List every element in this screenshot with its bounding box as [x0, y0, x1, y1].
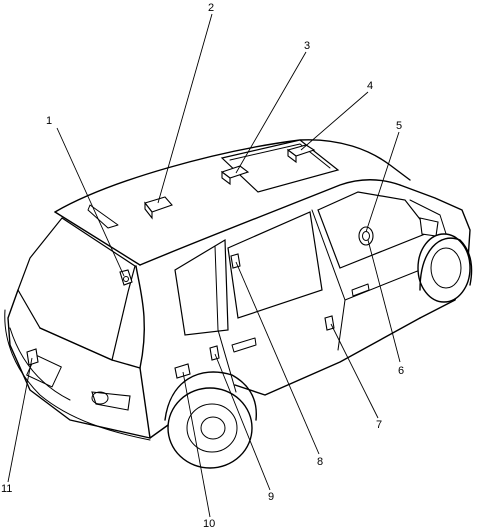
callout-9: 9: [268, 491, 274, 503]
callout-labels: 1 2 3 4 5 6 7 8 9 10 11: [1, 2, 404, 530]
callout-2: 2: [208, 2, 214, 14]
callout-5: 5: [396, 120, 402, 132]
component-11-rear-unit: [26, 348, 39, 366]
component-2-roof-unit: [144, 196, 173, 220]
component-4-roof-unit: [286, 144, 316, 164]
vehicle-outline: [4, 139, 473, 469]
component-3-roof-unit: [220, 165, 250, 186]
callout-7: 7: [376, 419, 382, 431]
callout-3: 3: [304, 40, 310, 52]
component-5-6-front-speaker: [358, 226, 374, 246]
callout-8: 8: [317, 456, 323, 468]
callout-10: 10: [203, 518, 215, 530]
component-9-door-switch: [209, 345, 220, 361]
callout-11: 11: [1, 483, 12, 495]
leader-lines: [7, 13, 401, 518]
callout-6: 6: [398, 365, 404, 377]
component-8-door-switch: [230, 253, 241, 269]
component-10-rear-unit: [174, 363, 191, 379]
callout-4: 4: [367, 80, 373, 92]
callout-1: 1: [46, 115, 52, 127]
